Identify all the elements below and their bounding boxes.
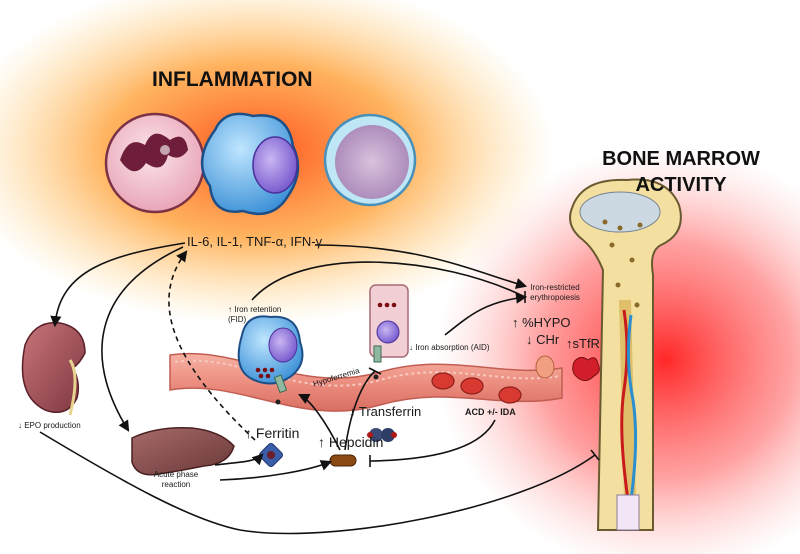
inhibit-retention-to-erythropoiesis xyxy=(251,261,526,301)
iron-retention-line2: (FID) xyxy=(228,315,247,324)
acute-phase-line1: Acute phase xyxy=(153,470,199,479)
iron-restricted-line1: Iron-restricted xyxy=(530,283,580,292)
arrow-liver-to-ferritin xyxy=(214,453,264,466)
red-blood-cell xyxy=(460,377,484,395)
iron-restricted-label: Iron-restricted erythropoiesis xyxy=(520,283,590,303)
bone-marrow-title-line2: ACTIVITY xyxy=(635,174,727,196)
chr-label: ↓ CHr xyxy=(526,332,560,347)
arrow-cytokines-to-kidney xyxy=(50,242,186,328)
hepcidin-molecule xyxy=(329,454,357,467)
acute-phase-line2: reaction xyxy=(161,480,191,489)
inhibit-epo-to-marrow xyxy=(39,431,596,535)
hepcidin-label: ↑ Hepcidin xyxy=(318,434,384,450)
cytokines-label: IL-6, IL-1, TNF-α, IFN-γ xyxy=(187,234,323,249)
iron-retention-line1: ↑ Iron retention xyxy=(228,305,282,314)
arrow-cytokines-to-iron-restricted xyxy=(314,244,528,289)
arrow-cytokines-to-liver xyxy=(101,246,184,432)
inhibit-ida-to-hepcidin xyxy=(369,419,496,462)
bone-femur xyxy=(569,178,682,531)
lymphocyte-cell xyxy=(323,113,417,207)
monocyte-cell xyxy=(200,112,300,216)
ferritin-molecule xyxy=(259,443,283,467)
red-blood-cell xyxy=(431,372,455,390)
acute-phase-label: Acute phase reaction xyxy=(140,470,212,490)
iron-restricted-line2: erythropoiesis xyxy=(530,293,580,302)
reticulocyte-cell xyxy=(535,355,555,379)
enterocyte-cell xyxy=(369,284,409,363)
stfr-receptor xyxy=(572,356,600,382)
inhibit-bar-4 xyxy=(590,449,600,461)
kidney-organ xyxy=(21,321,86,416)
inflammation-title: INFLAMMATION xyxy=(152,68,313,91)
macrophage-cell xyxy=(237,315,304,394)
transferrin-molecule xyxy=(367,428,397,442)
liver-organ xyxy=(131,426,235,476)
iron-retention-label: ↑ Iron retention (FID) xyxy=(228,305,281,325)
inhibit-bar-2 xyxy=(368,367,382,375)
ferroportin-channel xyxy=(373,345,382,363)
arrows xyxy=(39,242,600,535)
neutrophil-cell xyxy=(104,112,206,214)
iron-absorption-label: ↓ Iron absorption (AID) xyxy=(409,343,490,352)
inhibit-hepcidin-to-enterocyte xyxy=(344,370,376,451)
epo-production-label: ↓ EPO production xyxy=(18,421,81,430)
ferroportin-channel xyxy=(273,374,288,394)
arrow-liver-to-hepcidin xyxy=(219,460,333,481)
stfr-label: ↑sTfR xyxy=(566,336,600,351)
bone-marrow-title: BONE MARROW ACTIVITY xyxy=(596,146,766,198)
arrow-absorption-to-erythropoiesis xyxy=(444,292,528,336)
arrow-ferritin-to-cytokines xyxy=(168,250,256,441)
arrow-hepcidin-to-macrophage xyxy=(297,393,341,451)
transferrin-label: ↓ Transferrin xyxy=(349,404,422,419)
ferritin-label: ↑ Ferritin xyxy=(245,425,300,441)
acd-ida-label: ACD +/- IDA xyxy=(465,407,516,417)
bone-marrow-title-line1: BONE MARROW xyxy=(602,148,760,170)
hypo-label: ↑ %HYPO xyxy=(512,315,571,330)
red-blood-cell xyxy=(498,386,522,404)
